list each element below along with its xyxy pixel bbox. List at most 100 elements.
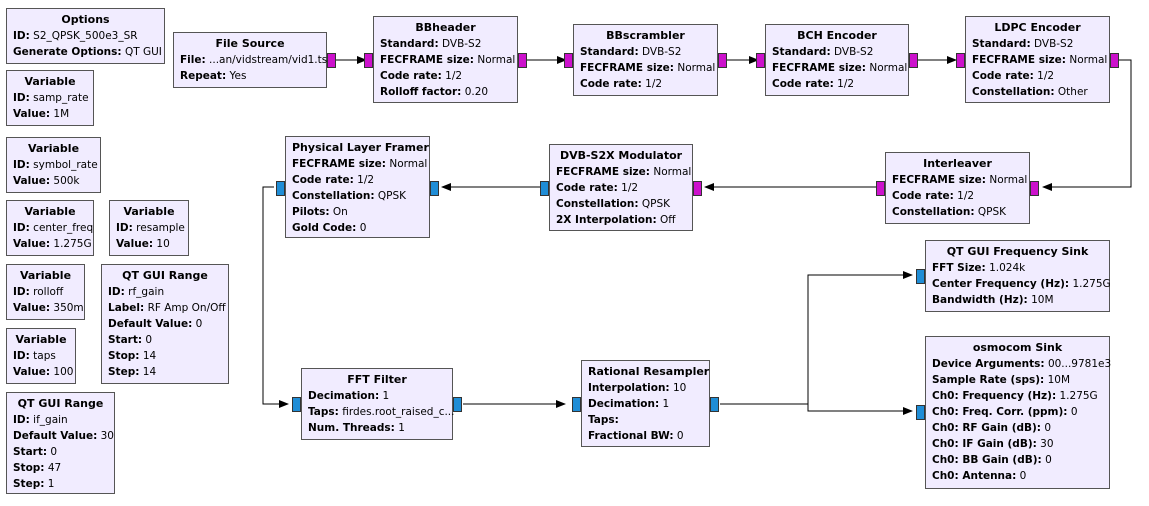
param-value: symbol_rate (33, 159, 98, 171)
block-param: Generate Options: QT GUI (13, 44, 162, 60)
param-key: ID: (13, 286, 30, 298)
block-param: 2X Interpolation: Off (556, 212, 686, 228)
physical-layer-framer-block[interactable]: Physical Layer Framer FECFRAME size: Nor… (276, 136, 439, 238)
block-title: QT GUI Frequency Sink (946, 245, 1089, 258)
input-port[interactable] (916, 269, 925, 284)
param-key: Constellation: (292, 190, 375, 202)
block-param: Value: 1.275G (13, 236, 92, 252)
block-param: Fractional BW: 0 (588, 428, 703, 444)
param-key: Pilots: (292, 206, 330, 218)
input-port[interactable] (956, 53, 965, 68)
block-param: ID: if_gain (13, 412, 108, 428)
block-title: Interleaver (923, 157, 992, 170)
param-value: 1 (382, 390, 390, 402)
block-param: Ch0: BB Gain (dB): 0 (932, 452, 1103, 468)
wire-resampler-freqsink[interactable] (720, 271, 913, 405)
param-value: 1/2 (357, 174, 375, 186)
block-param: Default Value: 0 (108, 316, 222, 332)
param-key: FFT Size: (932, 262, 986, 274)
input-port[interactable] (1030, 181, 1039, 196)
block-param: Start: 0 (108, 332, 222, 348)
input-port[interactable] (364, 53, 373, 68)
block-param: FECFRAME size: Normal (772, 60, 907, 76)
input-port[interactable] (756, 53, 765, 68)
param-value: 14 (142, 366, 157, 378)
block-title: FFT Filter (347, 373, 407, 386)
param-key: Value: (116, 238, 154, 250)
param-value: DVB-S2 (641, 46, 682, 58)
block-param: ID: taps (13, 348, 69, 364)
param-value: 1/2 (621, 182, 639, 194)
output-port[interactable] (540, 181, 549, 196)
param-key: ID: (13, 222, 30, 234)
output-port[interactable] (876, 181, 885, 196)
input-port[interactable] (572, 397, 581, 412)
param-key: Code rate: (972, 70, 1034, 82)
block-param: File: ...an/vidstream/vid1.ts (180, 52, 327, 68)
block-param: Code rate: 1/2 (580, 76, 711, 92)
input-port[interactable] (693, 181, 702, 196)
output-port[interactable] (518, 53, 527, 68)
output-port[interactable] (909, 53, 918, 68)
param-value: Normal (1069, 54, 1108, 66)
param-key: Value: (13, 302, 51, 314)
output-port[interactable] (1110, 53, 1119, 68)
input-port[interactable] (564, 53, 573, 68)
output-port[interactable] (718, 53, 727, 68)
param-key: Start: (108, 334, 143, 346)
output-port[interactable] (453, 397, 462, 412)
param-value: 0 (1044, 422, 1052, 434)
param-key: Code rate: (580, 78, 642, 90)
param-value: ...an/vidstream/vid1.ts (209, 54, 328, 66)
output-port[interactable] (710, 397, 719, 412)
param-value: DVB-S2 (833, 46, 874, 58)
input-port[interactable] (916, 405, 925, 420)
wire-resampler-osmocom[interactable] (807, 404, 913, 415)
block-param: FECFRAME size: Normal (972, 52, 1107, 68)
param-key: Fractional BW: (588, 430, 674, 442)
param-value: 0 (1070, 406, 1078, 418)
param-value: Yes (229, 70, 247, 82)
input-port[interactable] (430, 181, 439, 196)
block-param: Ch0: RF Gain (dB): 0 (932, 420, 1103, 436)
param-value: 100 (53, 366, 74, 378)
output-port[interactable] (276, 181, 285, 196)
block-title: Rational Resampler (588, 365, 710, 378)
block-param: Standard: DVB-S2 (972, 36, 1103, 52)
param-value: DVB-S2 (441, 38, 482, 50)
param-key: Standard: (972, 38, 1031, 50)
block-param: Step: 1 (13, 476, 108, 492)
input-port[interactable] (292, 397, 301, 412)
file-source-block[interactable]: File Source File: ...an/vidstream/vid1.t… (173, 32, 336, 88)
block-title: DVB-S2X Modulator (559, 149, 683, 162)
block-param: Code rate: 1/2 (892, 188, 1023, 204)
block-param: Constellation: QPSK (556, 196, 686, 212)
block-param: Code rate: 1/2 (292, 172, 423, 188)
block-param: Standard: DVB-S2 (772, 44, 902, 60)
param-value: 0 (145, 334, 153, 346)
param-value: 500k (53, 175, 80, 187)
osmocom-sink-block[interactable]: osmocom Sink Device Arguments: 00...9781… (916, 336, 1111, 489)
output-port[interactable] (327, 53, 336, 68)
param-key: File: (180, 54, 206, 66)
param-key: Standard: (772, 46, 831, 58)
